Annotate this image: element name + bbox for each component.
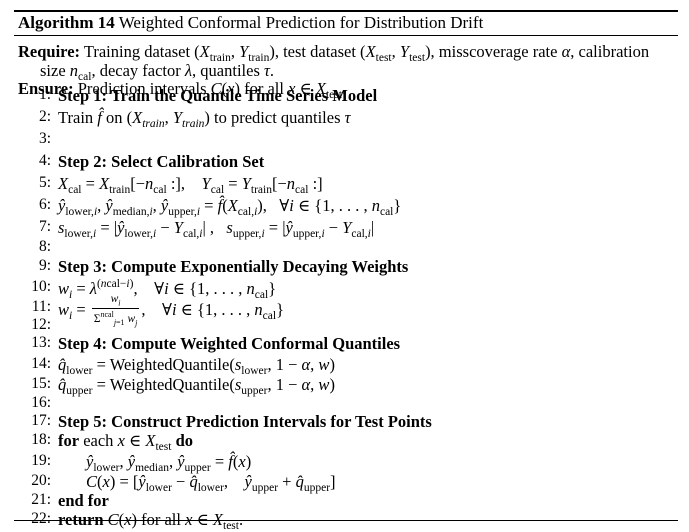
line-number: 16: <box>31 394 51 411</box>
line-number: 14: <box>31 355 51 372</box>
line-number: 19: <box>31 452 51 469</box>
line-number: 4: <box>38 152 51 169</box>
do-keyword: do <box>175 431 193 450</box>
line-number: 12: <box>31 316 51 333</box>
end-for-keyword: end for <box>58 491 109 510</box>
line-number: 15: <box>31 375 51 392</box>
line-number: 11: <box>31 298 51 315</box>
line-text: slower,i = |ŷlower,i − Ycal,i| , supper,… <box>58 218 375 240</box>
line-text: Xcal = Xtrain[−ncal :], Ycal = Ytrain[−n… <box>58 174 323 196</box>
line-text: for each x ∈ Xtest do <box>58 431 193 453</box>
line-number: 7: <box>38 218 51 235</box>
line-number: 20: <box>31 472 51 489</box>
step-heading: Step 5: Construct Prediction Intervals f… <box>58 412 432 431</box>
require-text: Training dataset (Xtrain, Ytrain), test … <box>83 42 650 64</box>
line-text: q̂lower = WeightedQuantile(slower, 1 − α… <box>58 355 335 377</box>
line-number: 9: <box>38 257 51 274</box>
line-number: 6: <box>38 196 51 213</box>
line-text: C(x) = [ŷlower − q̂lower, ŷupper + q̂upp… <box>86 472 336 494</box>
step-heading: Step 1: Train the Quantile Time Series M… <box>58 86 378 105</box>
algorithm-caption: Algorithm 14 Weighted Conformal Predicti… <box>18 13 483 33</box>
line-number: 8: <box>38 238 51 255</box>
line-text: wi = λ(ncal−i), ∀i ∈ {1, . . . , ncal} <box>58 278 277 301</box>
line-number: 1: <box>38 86 51 103</box>
require-line: Require: Training dataset (Xtrain, Ytrai… <box>18 42 649 68</box>
require-label: Require: <box>18 42 81 61</box>
ensure-label: Ensure: <box>18 79 74 98</box>
bottom-rule <box>14 520 678 522</box>
line-number: 3: <box>38 130 51 147</box>
line-text: Train f̂ on (Xtrain, Ytrain) to predict … <box>58 108 351 130</box>
ensure-line: Ensure: Prediction intervals C(x) for al… <box>18 79 346 105</box>
step-heading: Step 3: Compute Exponentially Decaying W… <box>58 257 409 276</box>
line-number: 18: <box>31 431 51 448</box>
algorithm-label: Algorithm 14 <box>18 13 115 32</box>
line-number: 2: <box>38 108 51 125</box>
return-keyword: return <box>58 510 104 529</box>
ensure-text: Prediction intervals C(x) for all x ∈ Xt… <box>77 79 347 101</box>
line-text: q̂upper = WeightedQuantile(supper, 1 − α… <box>58 375 335 397</box>
for-keyword: for <box>58 431 80 450</box>
line-text: return C(x) for all x ∈ Xtest. <box>58 510 243 532</box>
algorithm-title: Weighted Conformal Prediction for Distri… <box>118 13 484 32</box>
step-heading: Step 4: Compute Weighted Conformal Quant… <box>58 334 401 353</box>
step-heading: Step 2: Select Calibration Set <box>58 152 265 171</box>
line-number: 10: <box>31 278 51 295</box>
caption-rule <box>14 35 678 36</box>
line-number: 22: <box>31 510 51 527</box>
line-text: ŷlower,i, ŷmedian,i, ŷupper,i = f̂(Xcal,… <box>58 196 402 218</box>
top-rule <box>14 10 678 12</box>
line-number: 5: <box>38 174 51 191</box>
require-continuation: size ncal, decay factor λ, quantiles τ. <box>40 61 275 83</box>
line-number: 17: <box>31 412 51 429</box>
line-number: 13: <box>31 334 51 351</box>
line-number: 21: <box>31 491 51 508</box>
line-text: ŷlower, ŷmedian, ŷupper = f̂(x) <box>86 452 252 474</box>
